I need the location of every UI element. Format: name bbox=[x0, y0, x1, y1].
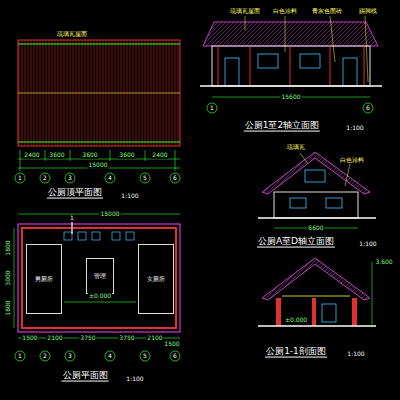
annotation: 3000 bbox=[5, 269, 12, 286]
annotation: 2100 bbox=[146, 335, 163, 342]
section bbox=[258, 258, 376, 326]
annotation: 2400 bbox=[23, 152, 40, 159]
annotation: 1500 bbox=[163, 341, 180, 348]
axis-number: 1 bbox=[209, 105, 215, 112]
annotation: 白色涂料 bbox=[339, 157, 365, 164]
annotation: 15000 bbox=[87, 162, 108, 169]
annotation: 青灰色面砖 bbox=[311, 8, 343, 15]
annotation: 15000 bbox=[99, 211, 120, 218]
view-title: 公厕平面图 bbox=[62, 371, 109, 382]
axis-number: 6 bbox=[172, 175, 178, 182]
axis-number: 2 bbox=[42, 353, 48, 360]
axis-number: 6 bbox=[172, 353, 178, 360]
view-title: 公厕1-1剖面图 bbox=[265, 347, 327, 358]
view-title: 公厕顶平面图 bbox=[47, 188, 103, 199]
annotation: 3600 bbox=[48, 152, 65, 159]
annotation: 琉璃瓦屋面 bbox=[56, 31, 88, 38]
axis-number: 6 bbox=[365, 105, 371, 112]
room-name: 管理 bbox=[93, 272, 107, 281]
room: 男厕所 bbox=[26, 244, 62, 314]
annotation: 白色涂料 bbox=[272, 8, 298, 15]
annotation: 15600 bbox=[280, 94, 301, 101]
roof-plan bbox=[15, 40, 180, 183]
annotation: 踢脚线 bbox=[358, 8, 378, 15]
axis-number: 5 bbox=[142, 353, 148, 360]
annotation: 3600 bbox=[118, 152, 135, 159]
annotation: 3.600 bbox=[374, 259, 393, 266]
annotation: 琉璃瓦 bbox=[286, 144, 306, 151]
side-elevation bbox=[258, 152, 376, 228]
annotation: 2400 bbox=[151, 152, 168, 159]
annotation: 2100 bbox=[46, 335, 63, 342]
annotation: 3750 bbox=[79, 335, 96, 342]
axis-number: 3 bbox=[67, 175, 73, 182]
room: 管理 bbox=[86, 258, 114, 294]
front-elevation bbox=[200, 16, 382, 113]
view-title: 公厕1至2轴立面图 bbox=[244, 121, 320, 132]
annotation: 1:100 bbox=[345, 125, 364, 132]
room-name: 男厕所 bbox=[34, 275, 54, 284]
axis-number: 4 bbox=[107, 353, 113, 360]
annotation: 3600 bbox=[81, 152, 98, 159]
axis-number: 1 bbox=[17, 353, 23, 360]
annotation: 6600 bbox=[307, 225, 324, 232]
axis-number: 2 bbox=[42, 175, 48, 182]
room-name: 女厕所 bbox=[146, 275, 166, 284]
annotation: 1800 bbox=[5, 299, 12, 316]
annotation: 1:100 bbox=[346, 351, 365, 358]
axis-number: 5 bbox=[142, 175, 148, 182]
annotation: 1:100 bbox=[120, 193, 139, 200]
floor-plan bbox=[14, 214, 180, 361]
view-title: 公厕A至D轴立面图 bbox=[257, 237, 335, 248]
axis-number: 3 bbox=[67, 353, 73, 360]
annotation: 1800 bbox=[5, 239, 12, 256]
annotation: ±0.000 bbox=[88, 293, 112, 300]
room: 女厕所 bbox=[138, 244, 174, 314]
annotation: 琉璃瓦屋面 bbox=[229, 8, 261, 15]
axis-number: 4 bbox=[107, 175, 113, 182]
annotation: 1:100 bbox=[125, 376, 144, 383]
axis-number: 1 bbox=[17, 175, 23, 182]
axis-number: 1 bbox=[69, 215, 75, 222]
annotation: 3750 bbox=[118, 335, 135, 342]
annotation: ±0.000 bbox=[284, 317, 308, 324]
annotation: 1500 bbox=[21, 335, 38, 342]
annotation: 1:100 bbox=[358, 241, 377, 248]
